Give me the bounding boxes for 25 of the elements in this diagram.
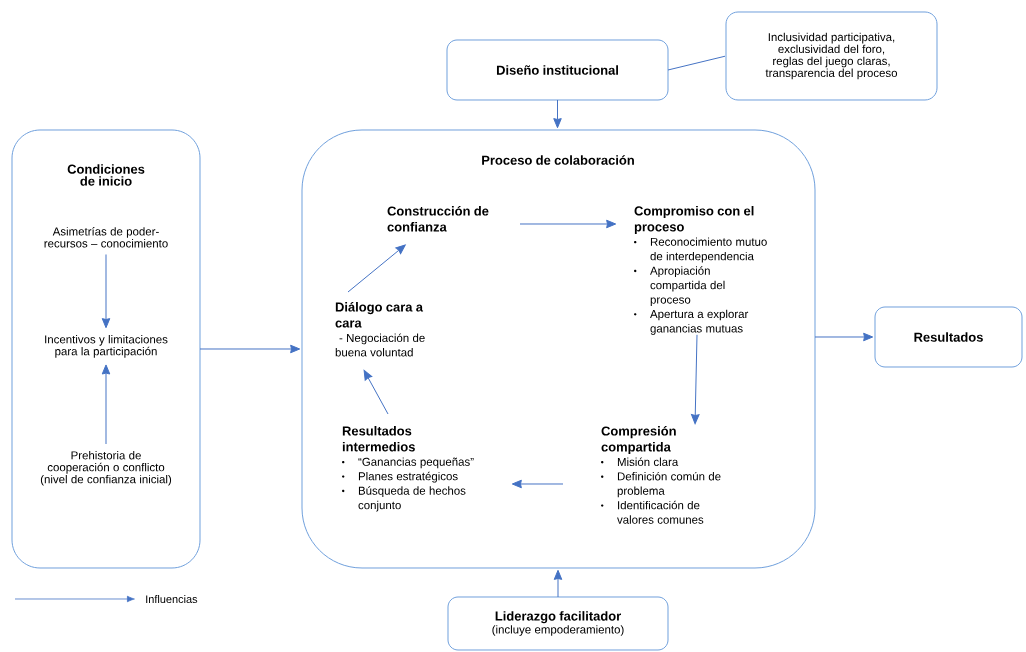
node-text: Incentivos y limitaciones para la participación	[45, 335, 168, 358]
arrow	[101, 254, 111, 329]
arrow	[347, 244, 406, 293]
stage-text: Compresión compartida Misión clara Definición común de problema Identificación de valores comunes	[601, 426, 721, 524]
stage-text: Construcción de confianza	[387, 206, 489, 232]
arrow	[101, 364, 111, 445]
arrow	[691, 334, 700, 425]
arrow	[199, 344, 301, 354]
arrow	[363, 369, 389, 415]
arrow	[814, 332, 874, 342]
arrow	[553, 569, 563, 598]
process-box: Diseño institucional	[446, 39, 669, 101]
arrow	[553, 99, 562, 129]
arrow	[511, 479, 564, 489]
process-box: Liderazgo facilitador (incluye empoderamiento)	[447, 596, 669, 651]
stage-text: Diálogo cara a cara - Negociación de buena voluntad	[335, 302, 425, 357]
note-box: Inclusividad participativa, exclusividad del foro, reglas del juego claras, transparencia del proceso	[725, 11, 938, 101]
node-text: Prehistoria de cooperación o conflicto (nivel de confianza inicial)	[40, 451, 172, 486]
connector-line	[667, 55, 726, 71]
stage-text: Compromiso con el proceso Reconocimiento mutuo de interdependencia Apropiación compartida del proceso Apertura a explorar ganancias mutuas	[634, 206, 767, 335]
stage-text: Resultados intermedios “Ganancias pequeñas” Planes estratégicos Búsqueda de hechos conjunto	[342, 426, 474, 512]
arrow	[519, 219, 617, 229]
legend-label: Influencias	[146, 594, 198, 603]
result-box: Resultados	[874, 306, 1023, 368]
node-text: Asimetrías de poder- recursos – conocimiento	[44, 227, 168, 248]
